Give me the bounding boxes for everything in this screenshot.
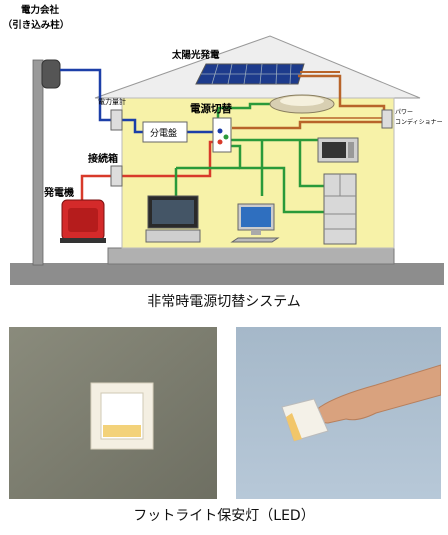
- power-switch: [212, 117, 232, 153]
- diagram-caption: 非常時電源切替システム: [147, 294, 301, 310]
- handheld-light-lens: [286, 413, 302, 441]
- label-conditioner-1: パワー: [395, 109, 413, 116]
- junction-box: [110, 165, 123, 187]
- generator: [60, 199, 106, 243]
- label-power-switch: 電源切替: [190, 102, 232, 115]
- label-meter: 電力量計: [98, 97, 126, 106]
- meter-box: [110, 109, 123, 131]
- solar-panel: [195, 63, 305, 85]
- photo-wall-mounted: [9, 327, 217, 499]
- wire-utility: [60, 68, 112, 122]
- label-solar: 太陽光発電: [172, 49, 220, 61]
- computer: [230, 203, 280, 243]
- ceiling-light: [269, 94, 335, 114]
- wire-solar: [298, 74, 386, 112]
- label-distribution-board: 分電盤: [150, 127, 177, 139]
- house-foundation: [107, 247, 395, 265]
- ground-base: [10, 263, 444, 285]
- wire-loads: [174, 102, 330, 214]
- wire-conditioner-switch: [232, 120, 384, 130]
- label-generator: 発電機: [43, 186, 74, 199]
- photo-handheld: [236, 327, 441, 499]
- refrigerator: [323, 173, 357, 245]
- wire-meter-board: [122, 118, 143, 134]
- label-pole: （引き込み柱）: [3, 19, 70, 31]
- power-conditioner: [381, 109, 393, 129]
- photos-caption: フットライト保安灯（LED）: [133, 508, 315, 524]
- utility-pole: [32, 59, 44, 266]
- television: [145, 195, 201, 243]
- wire-generator: [80, 174, 112, 206]
- label-utility: 電力会社: [21, 4, 60, 16]
- label-junction-box: 接続箱: [88, 152, 118, 165]
- label-conditioner-2: コンディショナー: [395, 118, 443, 126]
- power-system-diagram: 電力会社 （引き込み柱） 太陽光発電 電力量計 分電盤 電源切替 接続箱 発電機…: [3, 4, 444, 285]
- footlight-lens: [103, 425, 141, 437]
- distribution-board: [142, 121, 188, 143]
- microwave: [317, 137, 359, 163]
- pole-transformer: [41, 59, 61, 89]
